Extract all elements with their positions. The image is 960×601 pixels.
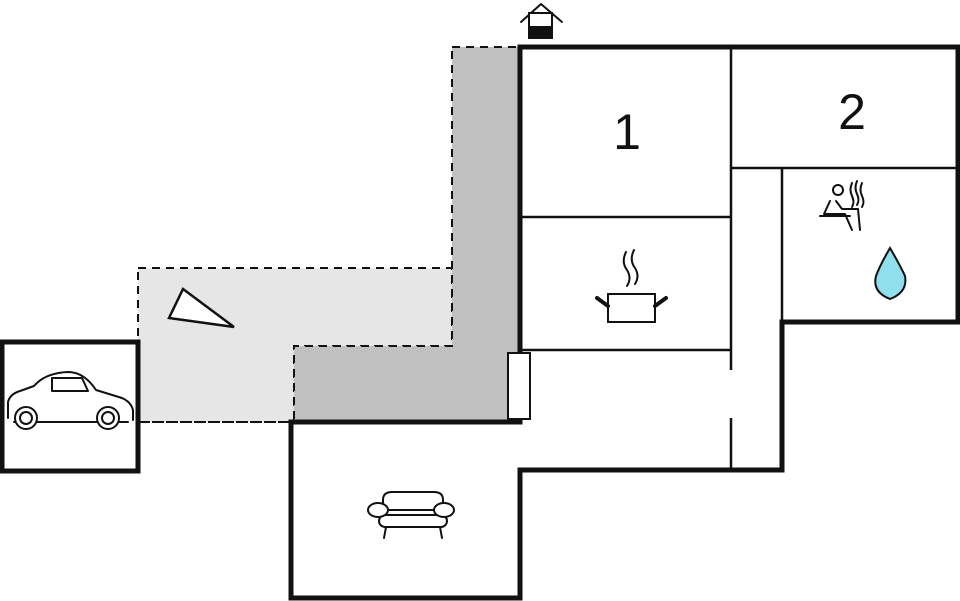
building-walls — [288, 44, 960, 601]
entry-door — [507, 352, 531, 420]
cooking-pot-icon — [595, 249, 668, 323]
carport-outline — [0, 339, 141, 474]
water-drop-icon — [874, 246, 907, 301]
house-outline — [288, 44, 960, 601]
room-label-2: 2 — [838, 84, 866, 140]
sofa-icon — [367, 491, 455, 539]
entrance-icon — [520, 3, 563, 39]
room-label-1: 1 — [613, 104, 641, 160]
terrace-dark — [293, 46, 521, 423]
sauna-icon — [819, 180, 865, 231]
terrace-areas — [137, 46, 521, 423]
car-icon — [7, 371, 134, 430]
terrace-direction-icon — [167, 287, 235, 329]
